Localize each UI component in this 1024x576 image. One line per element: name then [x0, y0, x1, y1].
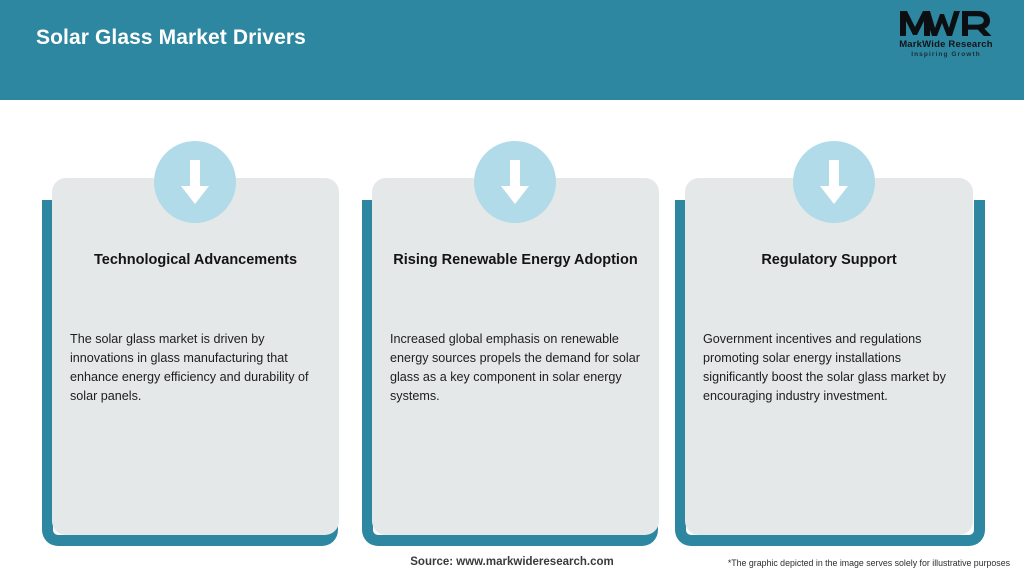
source-label: Source: www.markwideresearch.com — [410, 556, 614, 568]
mwr-monogram-icon — [900, 11, 992, 36]
down-arrow-icon-2 — [474, 141, 556, 223]
card-body-2: Increased global emphasis on renewable e… — [390, 332, 640, 404]
logo-company-name: MarkWide Research — [899, 39, 993, 50]
card-title-1: Technological Advancements — [93, 252, 298, 268]
down-arrow-icon-1 — [154, 141, 236, 223]
disclaimer-label: *The graphic depicted in the image serve… — [727, 558, 1010, 568]
brand-logo: MarkWide Research Inspiring Growth — [886, 8, 1006, 64]
card-title-2: Rising Renewable Energy Adoption — [393, 252, 638, 268]
card-accent-frame-3 — [675, 200, 985, 546]
card-body-1: The solar glass market is driven by inno… — [70, 332, 309, 404]
card-panel-3[interactable]: Regulatory Support Government incentives… — [685, 178, 973, 535]
card-body-3: Government incentives and regulations pr… — [703, 332, 946, 404]
page-title: Solar Glass Market Drivers — [36, 26, 306, 49]
header-bar: Solar Glass Market Drivers MarkWide Rese… — [0, 0, 1024, 100]
card-title-3: Regulatory Support — [761, 252, 897, 268]
card-panel-2[interactable]: Rising Renewable Energy Adoption Increas… — [372, 178, 659, 535]
logo-tagline: Inspiring Growth — [911, 51, 981, 58]
card-panel-1[interactable]: Technological Advancements The solar gla… — [52, 178, 339, 535]
down-arrow-icon-3 — [793, 141, 875, 223]
